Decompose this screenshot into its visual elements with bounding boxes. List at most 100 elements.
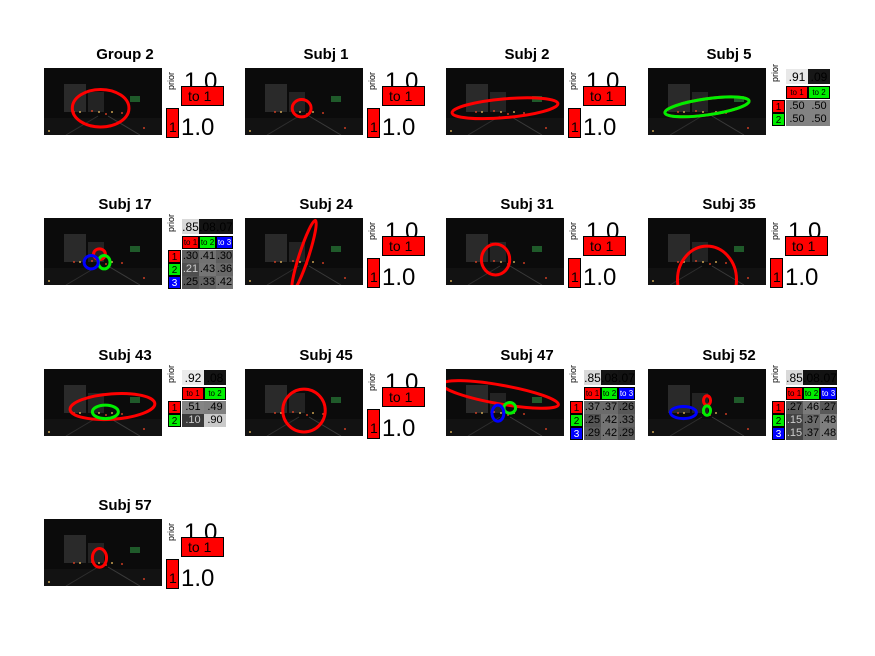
light-dot [98, 412, 100, 414]
panel-title: Subj 47 [500, 347, 554, 364]
lane-marking [266, 115, 300, 135]
scene-image [648, 68, 766, 135]
transition-cell: .15 [786, 414, 803, 427]
light-dot [481, 111, 483, 113]
truck-silhouette [289, 393, 305, 413]
prior-cell: .85 [786, 370, 803, 385]
light-dot [709, 263, 711, 265]
scene-image [245, 68, 363, 135]
road-sign [734, 96, 744, 102]
light-dot [143, 578, 145, 580]
lane-marking [308, 265, 342, 285]
transition-cell: .10 [182, 414, 204, 427]
transition-header-to-1: to 1 [583, 236, 626, 256]
light-dot [450, 280, 452, 282]
lane-marking [107, 115, 141, 135]
transition-cell: .37 [803, 414, 820, 427]
cluster-1-ellipse [479, 242, 512, 277]
row-label-text: 1 [571, 269, 579, 285]
transition-value: 1.0 [181, 114, 215, 141]
column-header-to-1: to 1 [182, 387, 204, 400]
light-dot [344, 277, 346, 279]
column-header-to-2: to 2 [601, 387, 618, 400]
transition-cell: .37 [803, 427, 820, 440]
light-dot [312, 261, 314, 263]
prior-cell: .85 [584, 370, 601, 385]
transition-header-to-1: to 1 [181, 86, 224, 106]
lane-marking [669, 265, 703, 285]
lane-marking [711, 265, 745, 285]
road-sign [331, 246, 341, 252]
row-label-2: 2 [570, 414, 583, 427]
prior-label: prior [367, 221, 377, 240]
light-dot [299, 261, 301, 263]
light-dot [48, 280, 50, 282]
road-sign [532, 246, 542, 252]
prior-label: prior [166, 71, 176, 90]
transition-cell: .33 [618, 414, 635, 427]
light-dot [312, 412, 314, 414]
transition-cell: .41 [199, 250, 216, 263]
transition-cell: .26 [618, 401, 635, 414]
light-dot [344, 428, 346, 430]
column-header-to-3: to 3 [216, 236, 233, 249]
transition-cell: .51 [182, 401, 204, 414]
scene-image [446, 68, 564, 135]
row-label-3: 3 [772, 427, 785, 440]
transition-cell: .48 [820, 427, 837, 440]
scene-image [44, 369, 162, 436]
truck-silhouette [64, 535, 86, 563]
prior-cell: .92 [182, 370, 204, 385]
panel-title: Subj 1 [303, 46, 349, 63]
truck-silhouette [88, 92, 104, 112]
transition-cell: .90 [204, 414, 226, 427]
prior-cell: .08 [601, 370, 618, 385]
light-dot [79, 111, 81, 113]
panel-title: Group 2 [96, 46, 154, 63]
panel-title: Subj 43 [98, 347, 152, 364]
light-dot [695, 110, 697, 112]
road-sign [532, 397, 542, 403]
prior-cell: .91 [786, 69, 808, 84]
scene-image [446, 218, 564, 285]
light-dot [274, 261, 276, 263]
scene [245, 68, 363, 135]
light-dot [475, 412, 477, 414]
light-dot [523, 262, 525, 264]
light-dot [322, 112, 324, 114]
row-label-text: 1 [169, 119, 177, 135]
light-dot [683, 111, 685, 113]
cluster-1-ellipse [290, 218, 318, 285]
road-sign [331, 397, 341, 403]
light-dot [545, 277, 547, 279]
light-dot [79, 261, 81, 263]
road-surface [648, 268, 766, 285]
light-dot [475, 111, 477, 113]
scene-image [44, 218, 162, 285]
prior-cell: .08 [199, 219, 216, 234]
light-dot [725, 262, 727, 264]
light-dot [111, 562, 113, 564]
lane-marking [107, 566, 141, 586]
row-label-1: 1 [770, 258, 783, 288]
prior-cell: .07 [216, 219, 233, 234]
transition-cell: .50 [808, 113, 830, 126]
road-sign [130, 397, 140, 403]
scene [648, 68, 766, 135]
row-label-text: 1 [370, 420, 378, 436]
transition-value: 1.0 [382, 415, 416, 442]
light-dot [344, 127, 346, 129]
light-dot [475, 261, 477, 263]
light-dot [249, 130, 251, 132]
road-surface [44, 268, 162, 285]
light-dot [299, 111, 301, 113]
row-label-3: 3 [570, 427, 583, 440]
road-sign [130, 547, 140, 553]
lane-marking [308, 115, 342, 135]
truck-silhouette [466, 84, 488, 112]
